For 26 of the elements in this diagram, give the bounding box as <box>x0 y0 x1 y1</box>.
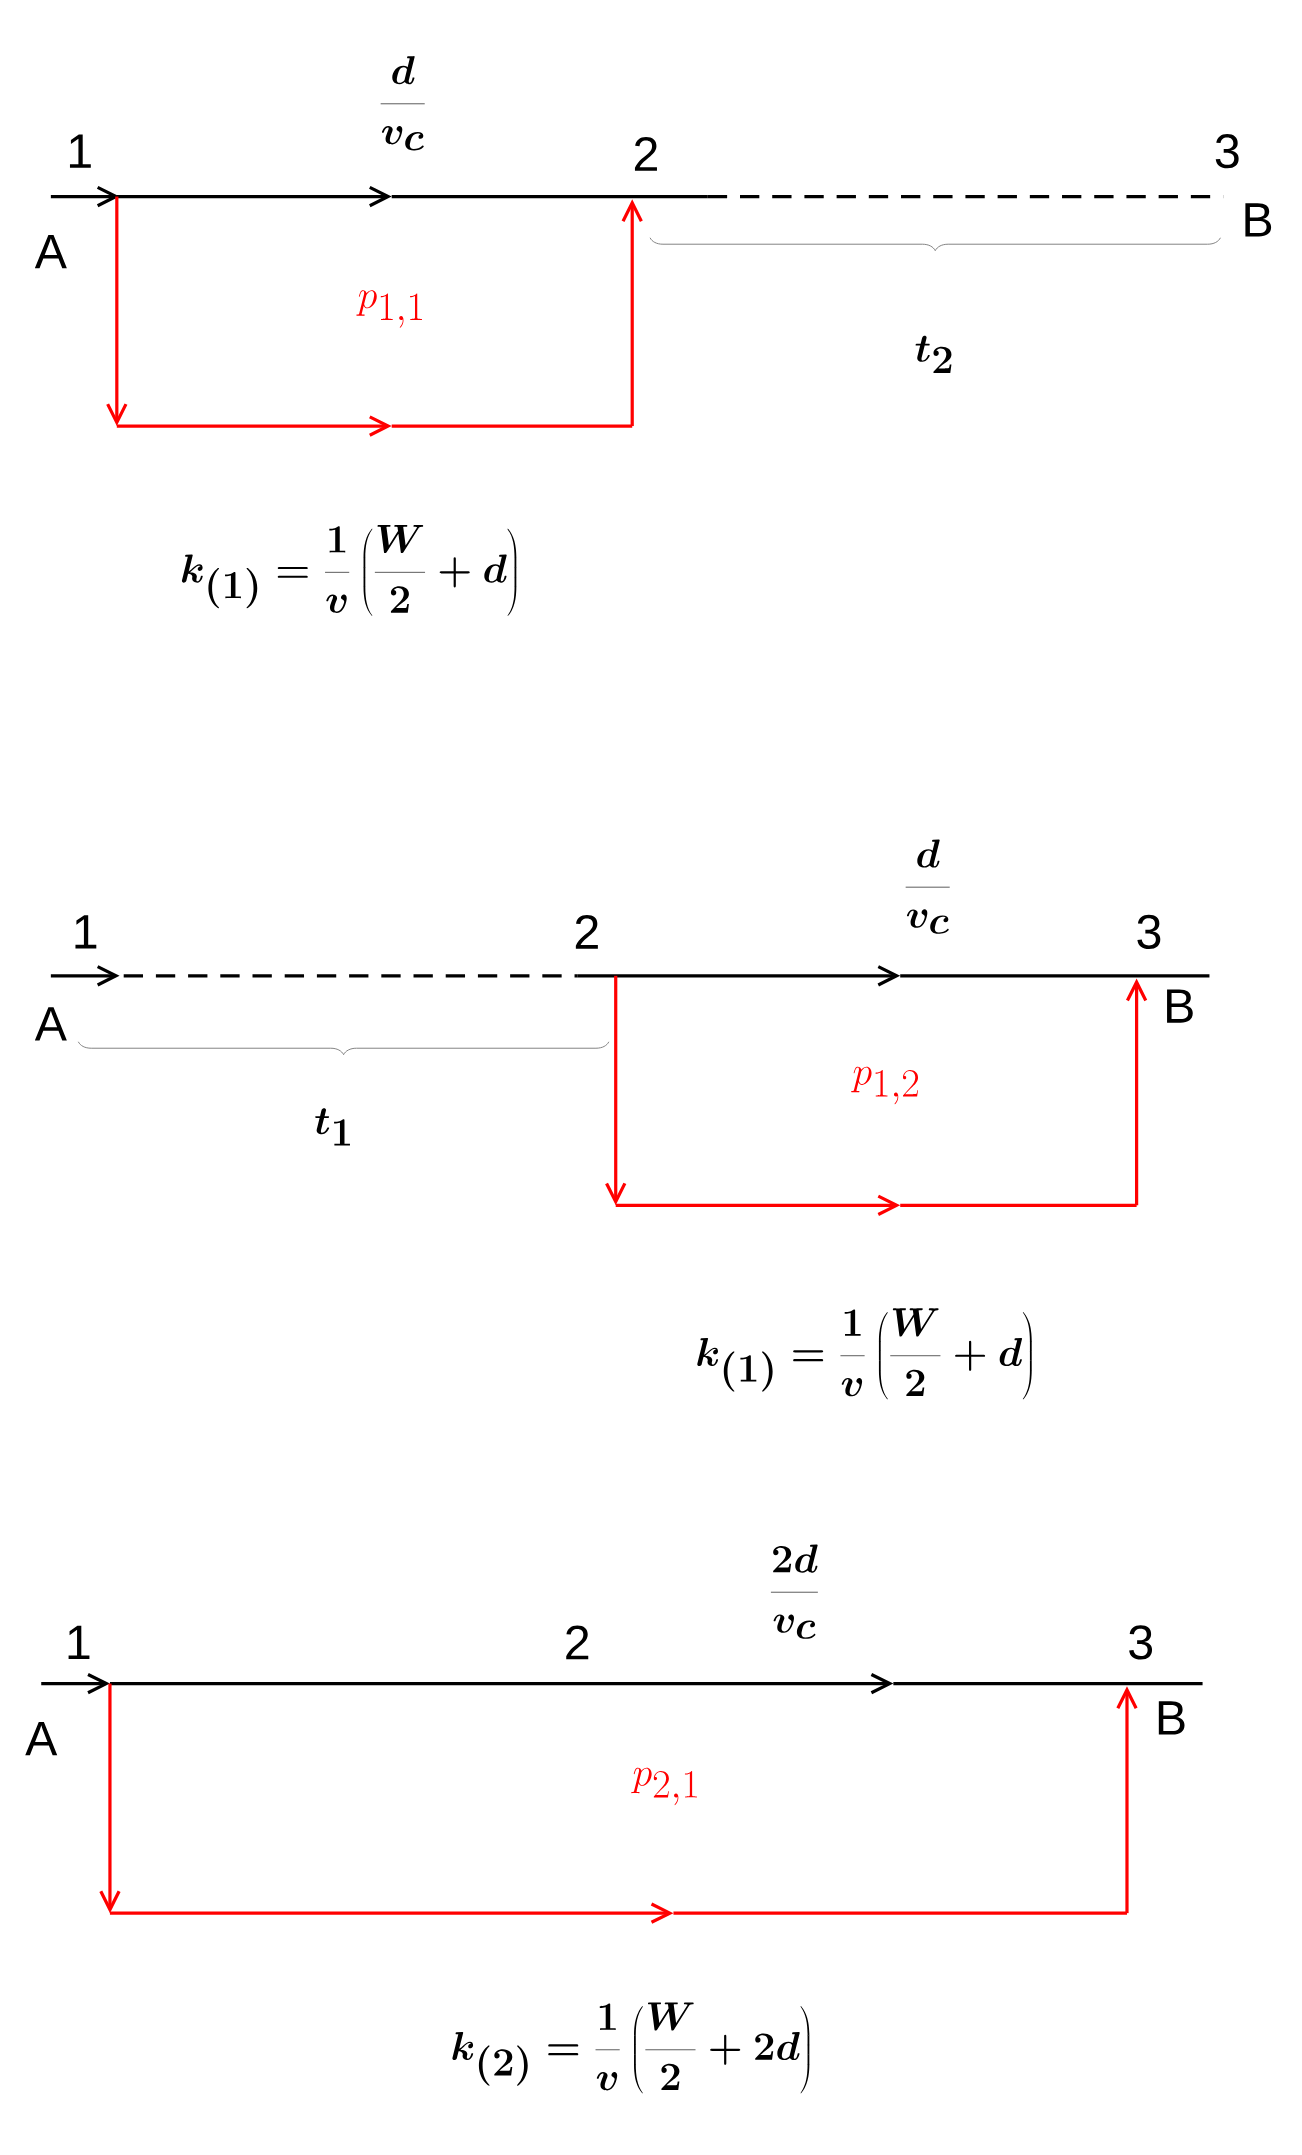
point-number: 1 <box>68 1625 90 1659</box>
path-label: $p_{1,2}$ <box>851 1066 919 1105</box>
travel-time: $\frac{2d}{v_c}$ <box>771 1544 819 1639</box>
point-number: 2 <box>566 1625 589 1660</box>
point-number: 2 <box>576 914 599 949</box>
interval-label: $t_2$ <box>915 335 952 374</box>
point-number: 1 <box>75 915 97 949</box>
point-letter: B <box>1245 203 1272 237</box>
path-label: $p_{2,1}$ <box>631 1767 698 1806</box>
point-letter: A <box>25 1721 58 1756</box>
point-number: 3 <box>1129 1625 1153 1660</box>
point-letter: B <box>1167 989 1193 1023</box>
formula: $k_{(1)}=\frac{1}{v}\left(\frac{W}{2}+d\right)$ <box>182 524 517 616</box>
formula: $k_{(2)}=\frac{1}{v}\left(\frac{W}{2}+2d\right)$ <box>452 2002 810 2094</box>
travel-time: $\frac{d}{v_c}$ <box>380 56 425 151</box>
point-number: 3 <box>1137 914 1161 949</box>
point-number: 3 <box>1215 134 1239 169</box>
interval-label: $t_1$ <box>315 1108 351 1146</box>
point-letter: A <box>35 234 68 269</box>
point-letter: A <box>35 1007 68 1041</box>
point-number: 1 <box>70 134 92 168</box>
path-label: $p_{1,1}$ <box>356 290 423 328</box>
travel-time: $\frac{d}{v_c}$ <box>905 839 950 934</box>
formula: $k_{(1)}=\frac{1}{v}\left(\frac{W}{2}+d\right)$ <box>697 1308 1032 1400</box>
point-letter: B <box>1159 1701 1185 1735</box>
point-number: 2 <box>635 137 658 171</box>
